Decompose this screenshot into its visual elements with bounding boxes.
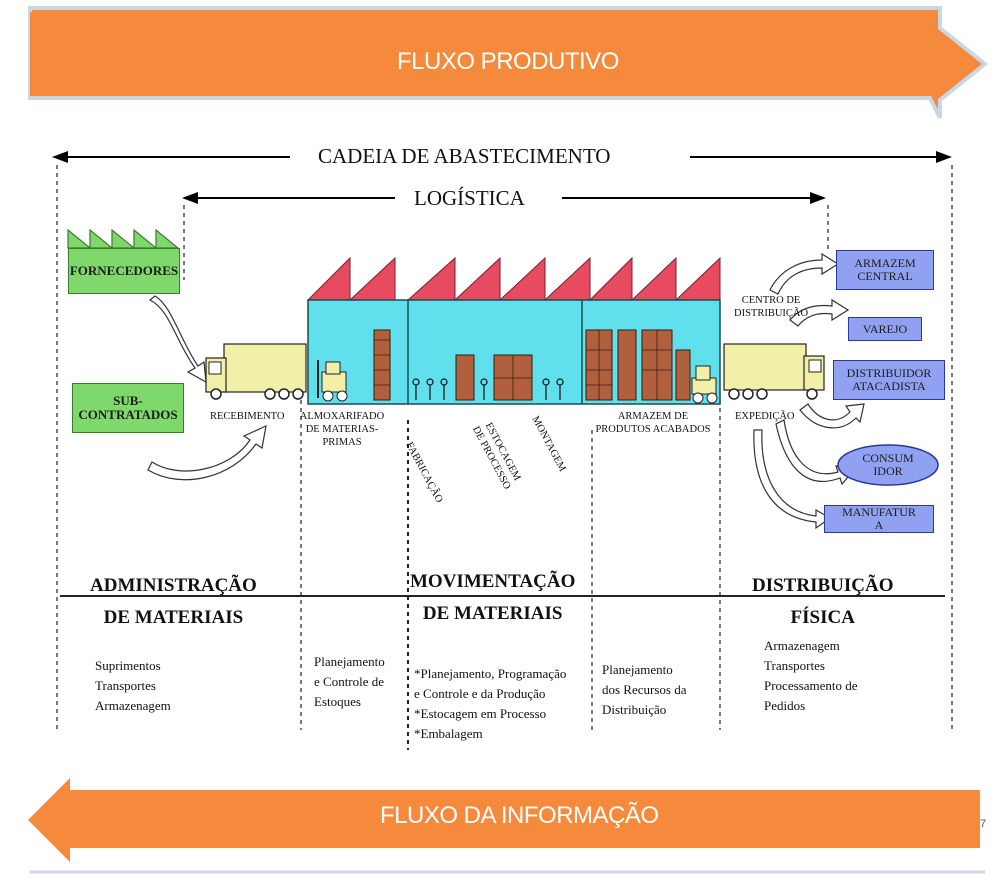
section-dividers <box>56 165 953 750</box>
shipping-label: EXPEDIÇÃO <box>735 411 795 422</box>
central-warehouse-box: ARMAZEM CENTRAL <box>836 250 934 290</box>
materials-handling-title: MOVIMENTAÇÃO DE MATERIAIS <box>410 571 576 624</box>
distribution-resources-activities: Planejamento dos Recursos da Distribuiçã… <box>602 662 687 717</box>
retail-box: VAREJO <box>848 317 922 341</box>
inventory-activities: Planejamento e Controle de Estoques <box>314 654 385 709</box>
shipping-to-wholesaler-arrow <box>799 403 865 429</box>
workers-icons <box>412 378 564 400</box>
supplier-to-receiving-arrow <box>148 295 207 384</box>
finished-warehouse-label: ARMAZEM DE PRODUTOS ACABADOS <box>595 411 711 435</box>
distribution-center-label: CENTRO DE DISTRIBUIÇÃO <box>734 295 809 319</box>
subcontract-to-receiving-arrow <box>147 424 267 481</box>
admin-activities: Suprimentos Transportes Armazenagem <box>95 658 171 713</box>
subcontracted-box: SUB- CONTRATADOS <box>72 383 184 433</box>
flow-arrows <box>147 252 865 530</box>
consumer-box: CONSUM IDOR <box>862 451 914 478</box>
shipping-truck-icon <box>723 343 825 400</box>
shipping-to-manufacturer-arrow <box>753 429 832 530</box>
wholesaler-box: DISTRIBUIDOR ATACADISTA <box>833 360 945 400</box>
forklift-right-icon <box>691 365 718 404</box>
information-flow-label: FLUXO DA INFORMAÇÃO <box>380 802 659 829</box>
supply-chain-label: CADEIA DE ABASTECIMENTO <box>318 144 611 168</box>
factory-building-roofs <box>306 256 721 301</box>
physical-distribution-title: DISTRIBUIÇÃO FÍSICA <box>752 575 894 628</box>
supplier-factory-icon <box>67 228 180 250</box>
physical-distribution-activities: Armazenagem Transportes Processamento de… <box>764 638 858 713</box>
dc-to-central-arrow <box>769 252 840 295</box>
receiving-truck-icon <box>205 343 307 400</box>
dc-to-retail-arrow <box>789 298 850 327</box>
manufacturer-box: MANUFATUR A <box>824 505 934 533</box>
production-flow-label: FLUXO PRODUTIVO <box>397 48 619 75</box>
consumer-node-shape <box>837 444 939 486</box>
production-activities: *Planejamento, Programação e Controle e … <box>414 666 567 741</box>
page-number: 7 <box>980 818 987 830</box>
materials-admin-title: ADMINISTRAÇÃO DE MATERIAIS <box>90 575 257 628</box>
supply-chain-span-arrow <box>52 151 952 163</box>
information-flow-arrow <box>28 778 980 862</box>
logistics-span-arrow <box>182 192 826 204</box>
shipping-to-consumer-arrow <box>775 419 856 486</box>
logistics-label: LOGÍSTICA <box>414 186 525 210</box>
forklift-left-icon <box>317 360 348 402</box>
raw-warehouse-label: ALMOXARIFADO DE MATERIAS- PRIMAS <box>299 411 385 448</box>
suppliers-box: FORNECEDORES <box>68 248 180 294</box>
receiving-label: RECEBIMENTO <box>210 411 285 422</box>
